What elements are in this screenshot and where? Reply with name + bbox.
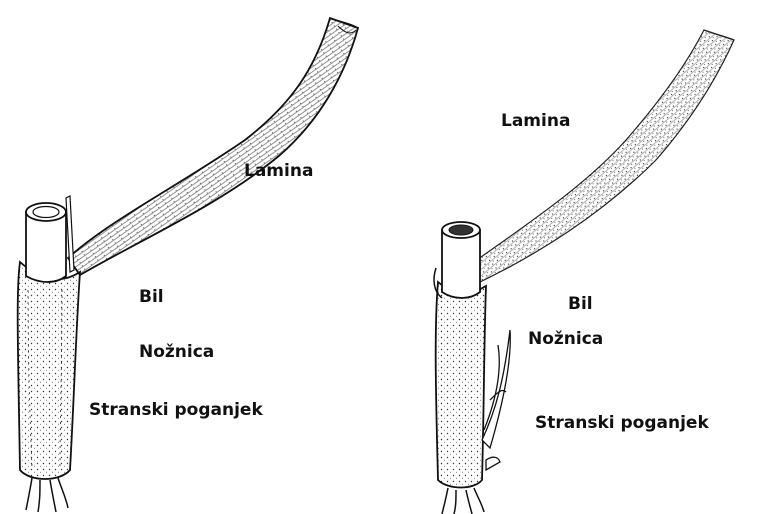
right-sheath [436, 282, 486, 488]
left-sheath [18, 262, 80, 479]
right-label-lamina: Lamina [501, 113, 570, 130]
right-roots [442, 488, 484, 514]
left-label-stranski-poganjek: Stranski poganjek [89, 402, 263, 419]
left-plant-illustration [0, 0, 385, 514]
right-leaf-blade [474, 30, 734, 282]
right-label-bil: Bil [568, 296, 593, 313]
right-side-shoot [482, 330, 510, 470]
left-label-lamina: Lamina [244, 163, 313, 180]
right-label-noznica: Nožnica [528, 331, 603, 348]
left-stem-top [26, 212, 66, 282]
right-label-stranski-poganjek: Stranski poganjek [535, 415, 709, 432]
left-ligule [66, 196, 74, 272]
right-diagram-panel: Lamina Bil Nožnica Stranski poganjek [386, 0, 771, 514]
right-stem-top [442, 230, 480, 298]
left-diagram-panel: Lamina Bil Nožnica Stranski poganjek [0, 0, 385, 514]
right-plant-illustration [386, 0, 771, 514]
left-label-bil: Bil [139, 289, 164, 306]
left-label-noznica: Nožnica [139, 344, 214, 361]
left-roots [26, 478, 68, 512]
left-leaf-blade [68, 18, 358, 275]
